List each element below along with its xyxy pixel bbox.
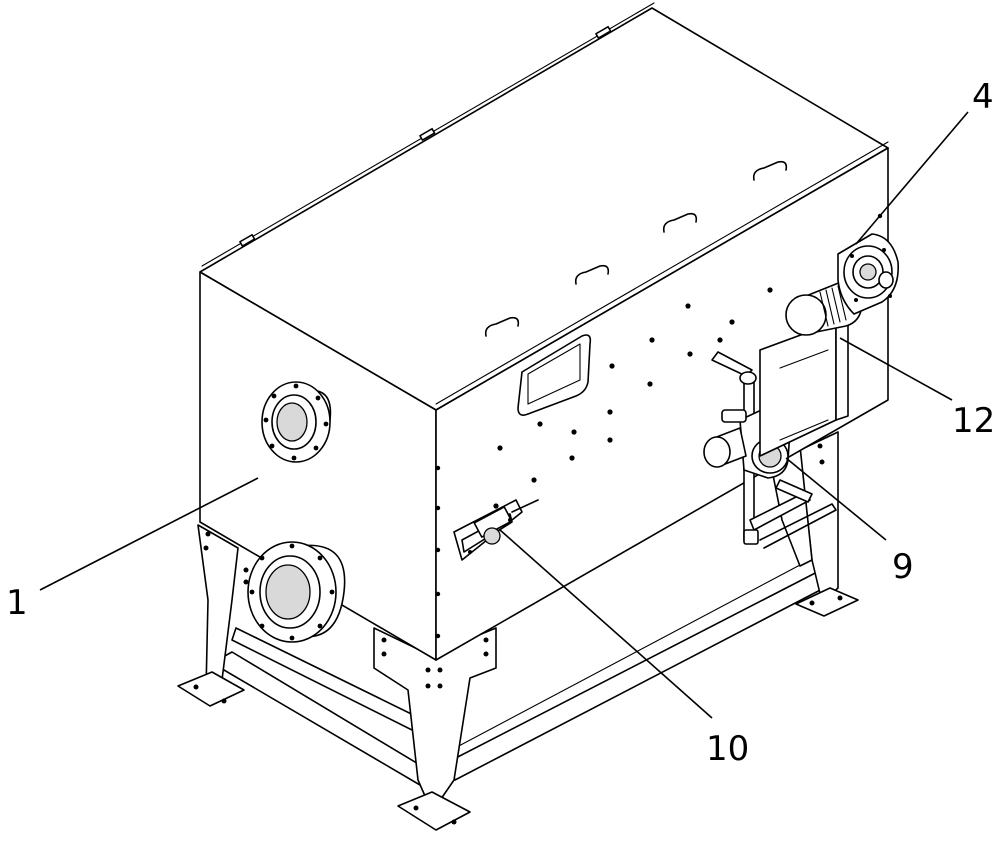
callout-12: 12	[839, 337, 995, 441]
gear-reducer	[837, 233, 899, 315]
callout-label-1: 1	[6, 583, 28, 623]
callout-label-10: 10	[706, 729, 749, 769]
callout-label-9: 9	[892, 547, 914, 587]
callout-1: 1	[6, 477, 259, 623]
base-frame	[177, 431, 859, 831]
tank-body	[199, 2, 889, 661]
callout-9: 9	[785, 457, 914, 587]
lower-pipe-flange	[247, 541, 346, 643]
callout-4: 4	[855, 77, 994, 245]
upper-pipe-flange	[261, 381, 332, 463]
callout-label-12: 12	[952, 401, 995, 441]
callout-label-4: 4	[972, 77, 994, 117]
callout-10: 10	[499, 529, 749, 769]
side-valve	[453, 499, 539, 561]
motor-panel	[759, 317, 849, 457]
bolt-pattern	[435, 213, 883, 639]
